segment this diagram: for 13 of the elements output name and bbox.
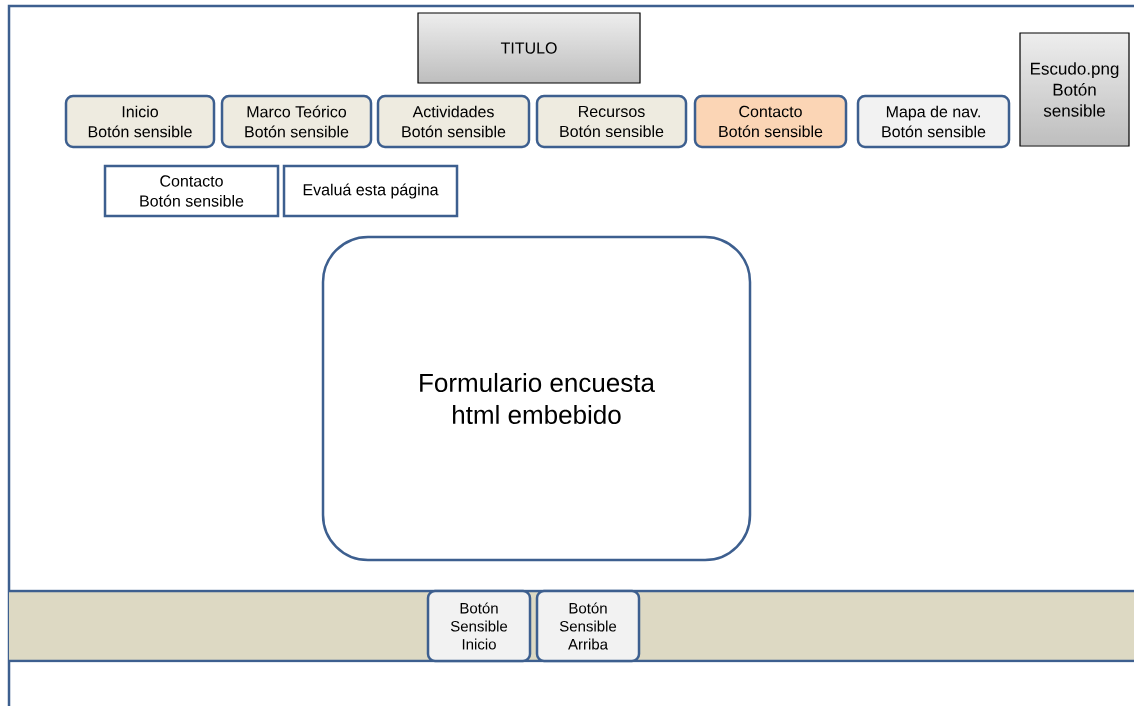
footer-button: Botón Sensible Arriba [535, 589, 641, 663]
nav-button: Contacto Botón sensible [693, 94, 848, 149]
title-box: TITULO [417, 12, 641, 84]
nav-button: Mapa de nav. Botón sensible [856, 94, 1011, 149]
nav-button: Actividades Botón sensible [376, 94, 531, 149]
nav-button: Recursos Botón sensible [535, 94, 688, 149]
rating-link-box: Evaluá esta página [282, 164, 459, 218]
footer-button: Botón Sensible Inicio [426, 589, 532, 663]
image-button: Escudo.png Botón sensible [1019, 32, 1130, 147]
nav-button: Inicio Botón sensible [64, 94, 216, 149]
contact-button: Contacto Botón sensible [103, 164, 280, 218]
nav-button: Marco Teórico Botón sensible [220, 94, 373, 149]
embedded-form-field: Formulario encuesta html embebido [321, 235, 752, 562]
